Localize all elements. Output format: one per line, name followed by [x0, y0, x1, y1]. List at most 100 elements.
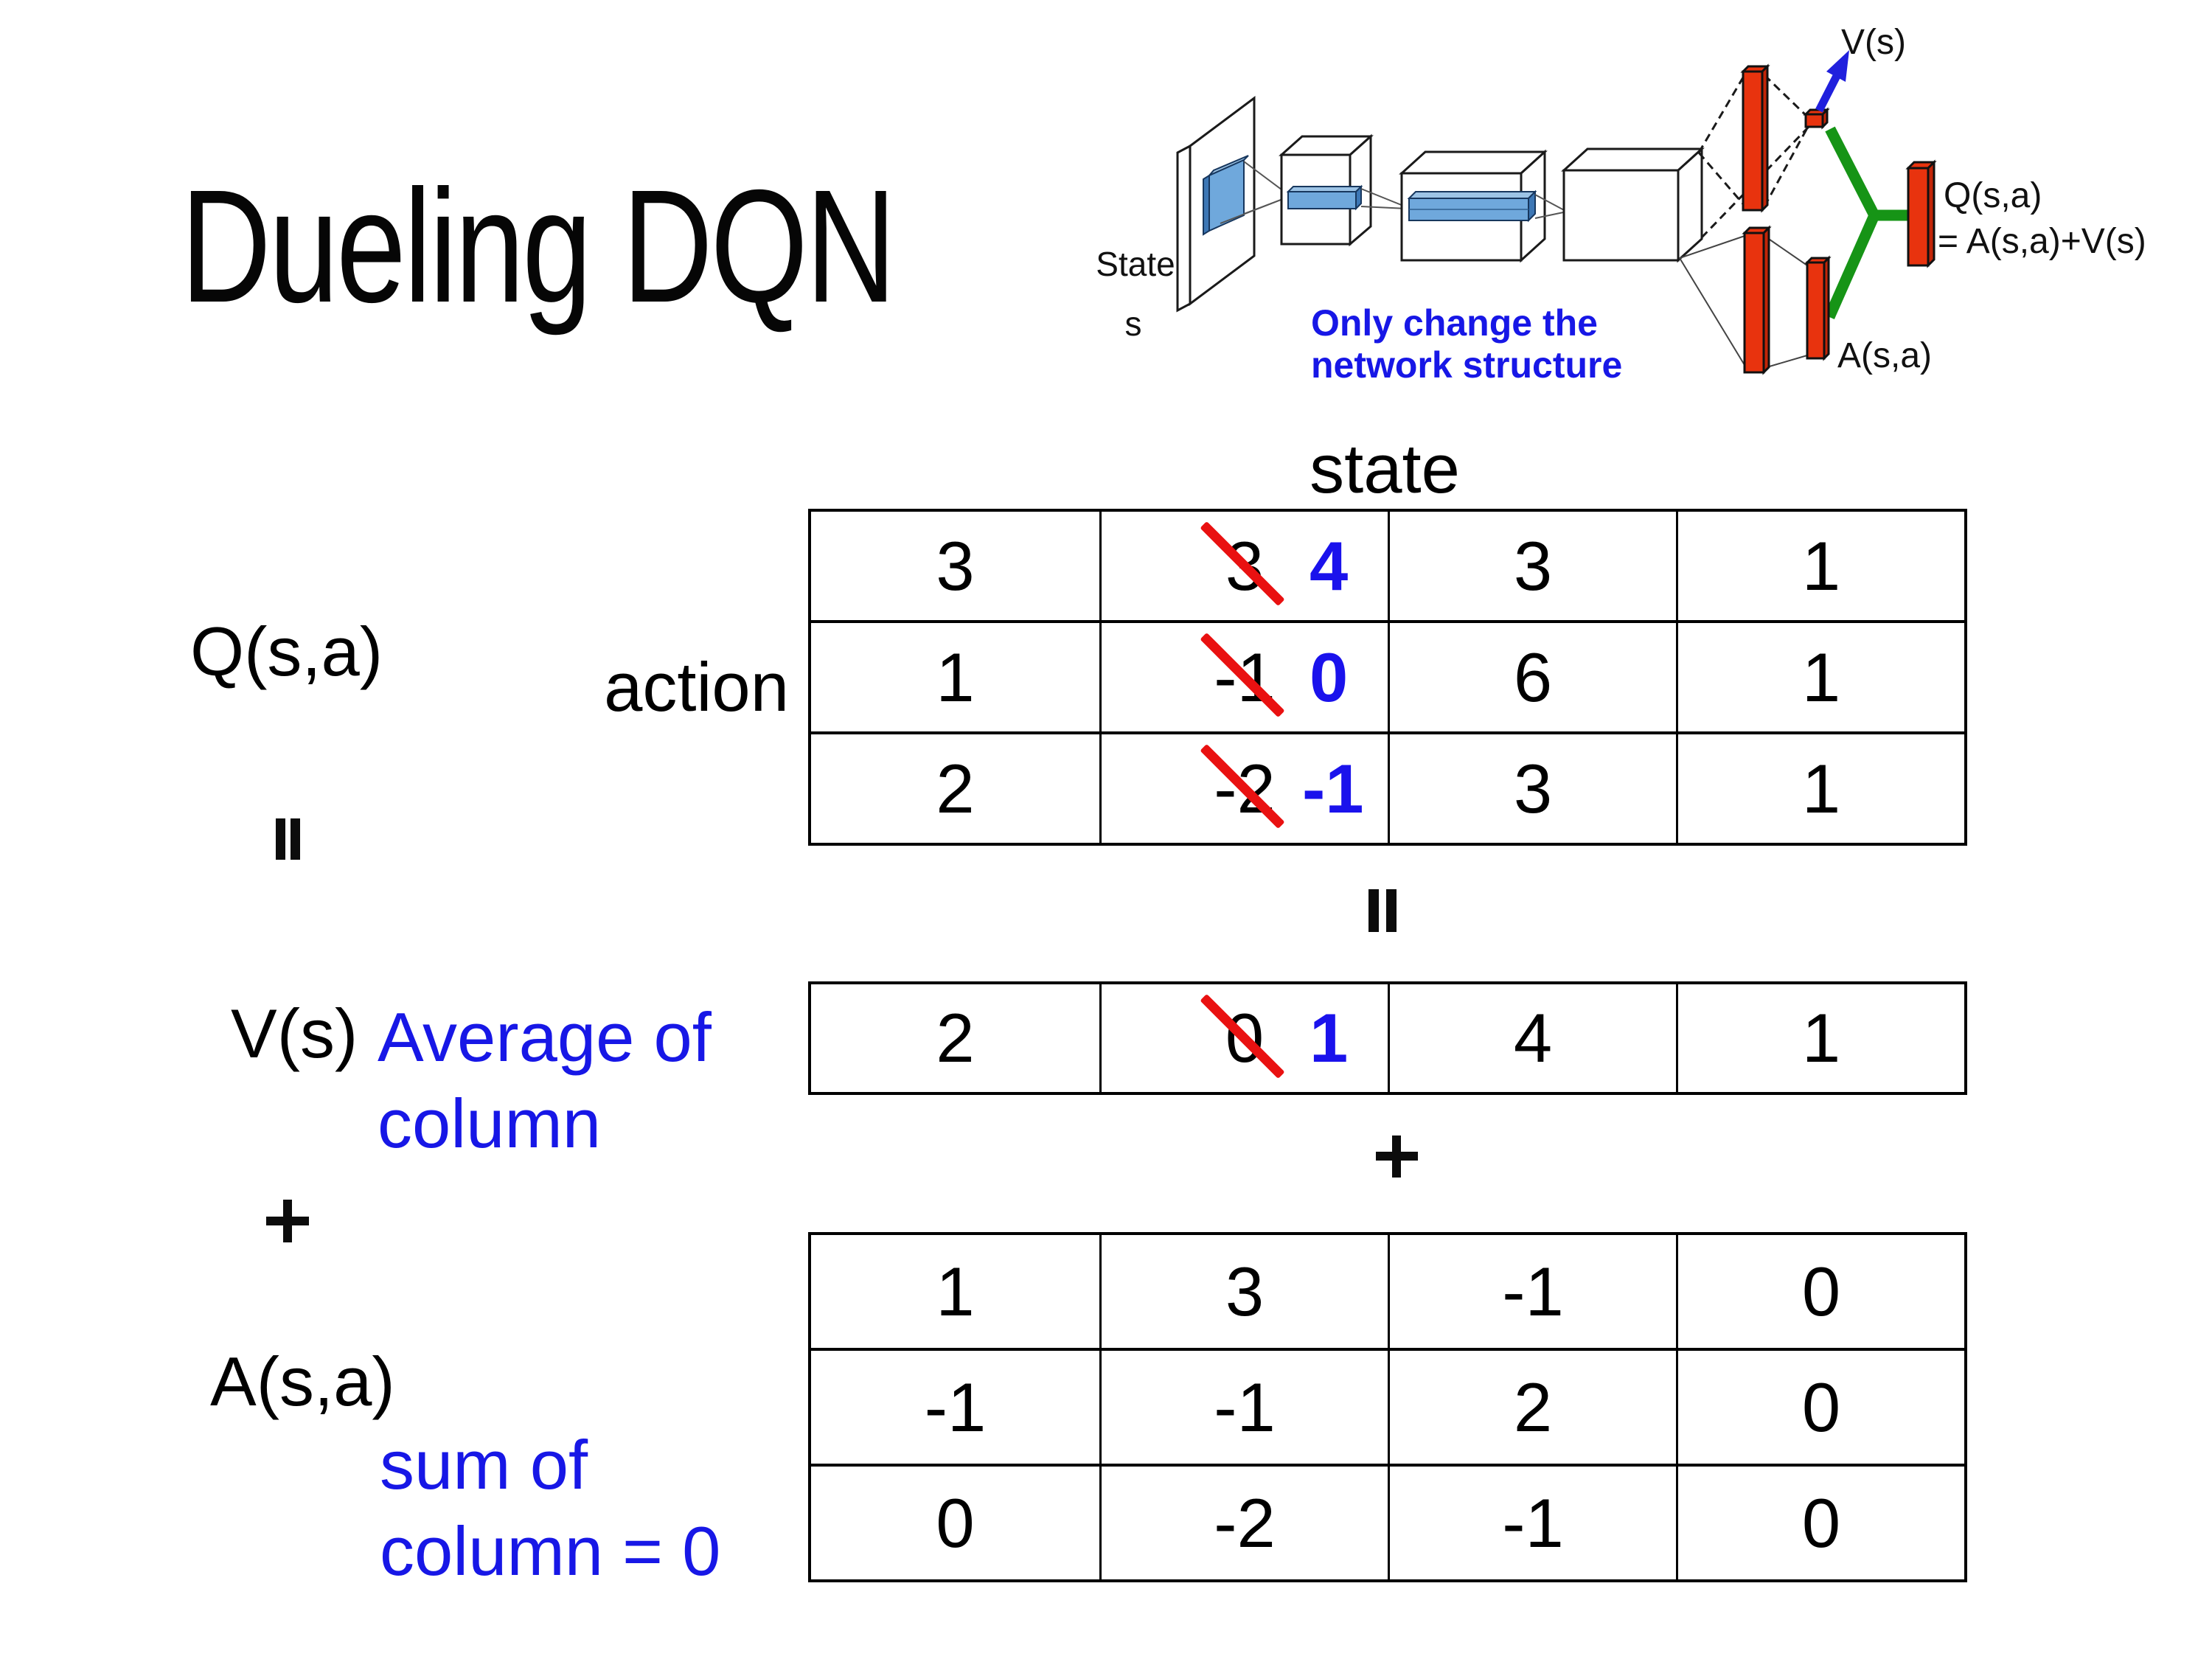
- value-fc-bar: [1740, 63, 1770, 213]
- q-cell-r3c4: 1: [1676, 731, 1964, 843]
- rotated-equals-mid-bar1: [1368, 889, 1379, 932]
- q-new-value: 0: [1310, 638, 1349, 716]
- q-cell-r2c2: -1 0: [1099, 620, 1388, 731]
- v-cell-c1: 2: [811, 984, 1099, 1092]
- network-note-line2: network structure: [1311, 344, 1622, 386]
- q-value: 3: [1513, 526, 1553, 605]
- q-cell-r3c2: -2 -1: [1099, 731, 1388, 843]
- q-cell-r2c1: 1: [811, 620, 1099, 731]
- network-note-line1: Only change the: [1311, 302, 1598, 344]
- plus-left-horizontal: [266, 1217, 309, 1225]
- q-cell-r3c3: 3: [1388, 731, 1676, 843]
- q-cell-r1c3: 3: [1388, 512, 1676, 620]
- v-value: 2: [936, 999, 975, 1077]
- conv-filter-icon: [1203, 155, 1249, 236]
- rotated-equals-left-bar1: [276, 818, 285, 860]
- v-cell-c3: 4: [1388, 984, 1676, 1092]
- q-cell-r1c2: 3 4: [1099, 512, 1388, 620]
- q-cell-r1c4: 1: [1676, 512, 1964, 620]
- a-value: -2: [1214, 1484, 1276, 1562]
- q-new-value: -1: [1302, 749, 1364, 827]
- equation-q-label: Q(s,a): [190, 613, 383, 690]
- q-value: 3: [936, 526, 975, 605]
- state-column-header: state: [1310, 430, 1460, 507]
- q-value: 1: [1801, 749, 1841, 827]
- v-cell-c2: 0 1: [1099, 984, 1388, 1092]
- a-output-label: A(s,a): [1837, 336, 1932, 375]
- a-cell-r3c1: 0: [811, 1464, 1099, 1579]
- a-cell-r3c2: -2: [1099, 1464, 1388, 1579]
- sum-of-column-note: sum of column = 0: [380, 1422, 720, 1594]
- value-stream-dashed-lines: [1697, 73, 1810, 239]
- q-value: 1: [1801, 638, 1841, 716]
- v-cell-c4: 1: [1676, 984, 1964, 1092]
- a-value: -1: [924, 1368, 987, 1446]
- equation-v-label: V(s): [231, 995, 358, 1072]
- state-input-label-line2: s: [1125, 305, 1142, 343]
- q-output-bar: [1905, 159, 1937, 268]
- fc-layer-box: [1561, 146, 1705, 263]
- a-cell-r1c3: -1: [1388, 1235, 1676, 1348]
- a-value: 2: [1513, 1368, 1553, 1446]
- advantage-fc-bar: [1742, 225, 1772, 375]
- feature-map2-icon: [1407, 189, 1537, 223]
- q-cell-r3c1: 2: [811, 731, 1099, 843]
- state-input-label-line1: State: [1096, 245, 1175, 283]
- v-value: 1: [1801, 999, 1841, 1077]
- v-output-label: V(s): [1841, 23, 1906, 62]
- merge-y-connector: [1824, 126, 1910, 320]
- plus-mid-horizontal: [1376, 1152, 1418, 1161]
- a-cell-r3c4: 0: [1676, 1464, 1964, 1579]
- value-scalar-node: [1803, 107, 1830, 130]
- q-value: 2: [936, 749, 975, 827]
- advantage-stream-lines: [1679, 234, 1808, 369]
- rotated-equals-left-bar2: [291, 818, 300, 860]
- v-value: 4: [1513, 999, 1553, 1077]
- a-value: 3: [1225, 1252, 1265, 1330]
- a-table: 1 3 -1 0 -1 -1 2 0 0 -2 -1 0: [808, 1232, 1967, 1582]
- sum-note-line2: column = 0: [380, 1512, 721, 1590]
- average-note-line1: Average of: [378, 998, 712, 1076]
- a-value: 0: [1801, 1368, 1841, 1446]
- q-value: 1: [1801, 526, 1841, 605]
- value-output-arrow-icon: [1815, 50, 1849, 113]
- q-value: 1: [936, 638, 975, 716]
- a-value: 0: [936, 1484, 975, 1562]
- v-table: 2 0 1 4 1: [808, 981, 1967, 1095]
- q-output-label: Q(s,a): [1944, 176, 2042, 215]
- average-note-line2: column: [378, 1085, 602, 1162]
- page-title: Dueling DQN: [181, 157, 897, 336]
- q-output-formula: = A(s,a)+V(s): [1938, 222, 2146, 261]
- a-cell-r2c4: 0: [1676, 1348, 1964, 1464]
- cone-lines-2: [1360, 188, 1408, 209]
- average-of-column-note: Average of column: [378, 994, 712, 1166]
- a-cell-r3c3: -1: [1388, 1464, 1676, 1579]
- a-cell-r2c3: 2: [1388, 1348, 1676, 1464]
- a-cell-r1c4: 0: [1676, 1235, 1964, 1348]
- a-value: -1: [1214, 1368, 1276, 1446]
- advantage-vector-bar: [1804, 255, 1832, 361]
- cone-lines-3: [1534, 194, 1568, 219]
- a-cell-r1c1: 1: [811, 1235, 1099, 1348]
- a-cell-r1c2: 3: [1099, 1235, 1388, 1348]
- sum-note-line1: sum of: [380, 1426, 588, 1503]
- q-value: 3: [1513, 749, 1553, 827]
- a-cell-r2c2: -1: [1099, 1348, 1388, 1464]
- v-new-value: 1: [1310, 999, 1349, 1077]
- equation-a-label: A(s,a): [210, 1343, 395, 1420]
- action-row-header: action: [604, 648, 789, 726]
- a-cell-r2c1: -1: [811, 1348, 1099, 1464]
- q-table: 3 3 4 3 1 1 -1 0 6 1 2 -2 -1 3 1: [808, 509, 1967, 846]
- q-cell-r2c3: 6: [1388, 620, 1676, 731]
- q-value: 6: [1513, 638, 1553, 716]
- a-value: 0: [1801, 1484, 1841, 1562]
- rotated-equals-mid-bar2: [1386, 889, 1397, 932]
- q-cell-r1c1: 3: [811, 512, 1099, 620]
- q-new-value: 4: [1310, 526, 1349, 605]
- a-value: 1: [936, 1252, 975, 1330]
- q-cell-r2c4: 1: [1676, 620, 1964, 731]
- feature-map1-icon: [1286, 184, 1363, 211]
- a-value: -1: [1502, 1484, 1564, 1562]
- a-value: 0: [1801, 1252, 1841, 1330]
